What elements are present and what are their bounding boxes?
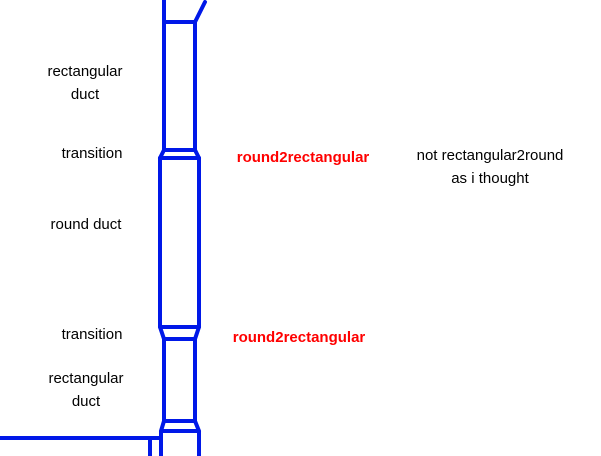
label-line: rectangular <box>48 370 124 387</box>
horizontal-duct <box>0 436 163 456</box>
annotation-round2rectangular-top: round2rectangular <box>236 149 370 166</box>
duct-drawing <box>0 0 207 456</box>
label-rectangular-duct-top: rectangular duct <box>30 60 140 106</box>
note-line: not rectangular2round <box>416 147 564 164</box>
annotation-note: not rectangular2round as i thought <box>395 144 585 190</box>
label-transition-bottom: transition <box>61 326 123 343</box>
label-line: rectangular <box>47 63 123 80</box>
label-line: duct <box>70 86 100 103</box>
label-round-duct: round duct <box>50 216 122 233</box>
upper-rectangular-duct <box>162 0 207 152</box>
label-rectangular-duct-bottom: rectangular duct <box>30 367 142 413</box>
note-line: as i thought <box>451 170 529 187</box>
annotation-round2rectangular-bottom: round2rectangular <box>232 329 366 346</box>
upper-transition <box>158 148 201 160</box>
label-transition-top: transition <box>61 145 123 162</box>
label-line: duct <box>71 393 101 410</box>
lower-fitting <box>159 419 201 456</box>
lower-rectangular-duct <box>162 337 197 423</box>
round-duct <box>158 156 201 329</box>
lower-transition <box>158 325 201 341</box>
